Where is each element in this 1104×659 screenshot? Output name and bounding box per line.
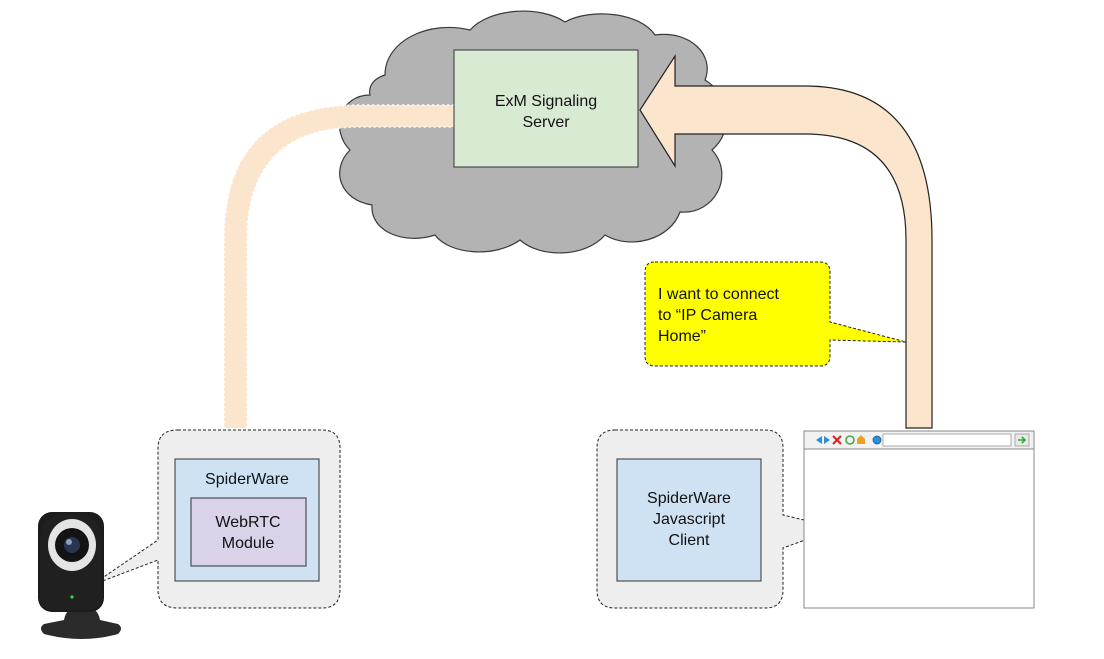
back-arrow-icon	[816, 436, 822, 444]
stop-icon	[832, 435, 842, 445]
browser-to-server-arrow	[639, 53, 933, 429]
browser-window-icon	[803, 430, 1035, 609]
client-label-line1: SpiderWare	[647, 490, 731, 507]
home-icon	[857, 435, 865, 444]
signaling-server: ExM Signaling Server	[453, 49, 639, 168]
webrtc-module-box	[190, 497, 307, 567]
message-line1: I want to connect	[658, 286, 780, 303]
camera-to-server-path	[223, 104, 456, 428]
server-label-line2: Server	[522, 114, 570, 131]
reload-icon	[845, 435, 855, 445]
address-bar	[882, 433, 1012, 447]
camera-software-bubble: SpiderWare WebRTC Module	[91, 429, 341, 609]
camera-module-label: SpiderWare	[205, 471, 289, 488]
client-software-bubble: SpiderWare Javascript Client	[596, 429, 840, 609]
globe-icon	[872, 435, 882, 445]
client-label-line3: Client	[669, 532, 710, 549]
server-label-line1: ExM Signaling	[495, 93, 597, 110]
forward-arrow-icon	[824, 436, 830, 444]
connect-request-bubble: I want to connect to “IP Camera Home”	[644, 261, 907, 367]
ip-camera-icon	[38, 512, 121, 639]
webrtc-label-line2: Module	[222, 535, 275, 552]
message-line2: to “IP Camera	[658, 307, 757, 324]
webrtc-label-line1: WebRTC	[215, 514, 280, 531]
message-line3: Home”	[658, 328, 706, 345]
client-label-line2: Javascript	[653, 511, 726, 528]
javascript-client-box	[616, 458, 762, 582]
